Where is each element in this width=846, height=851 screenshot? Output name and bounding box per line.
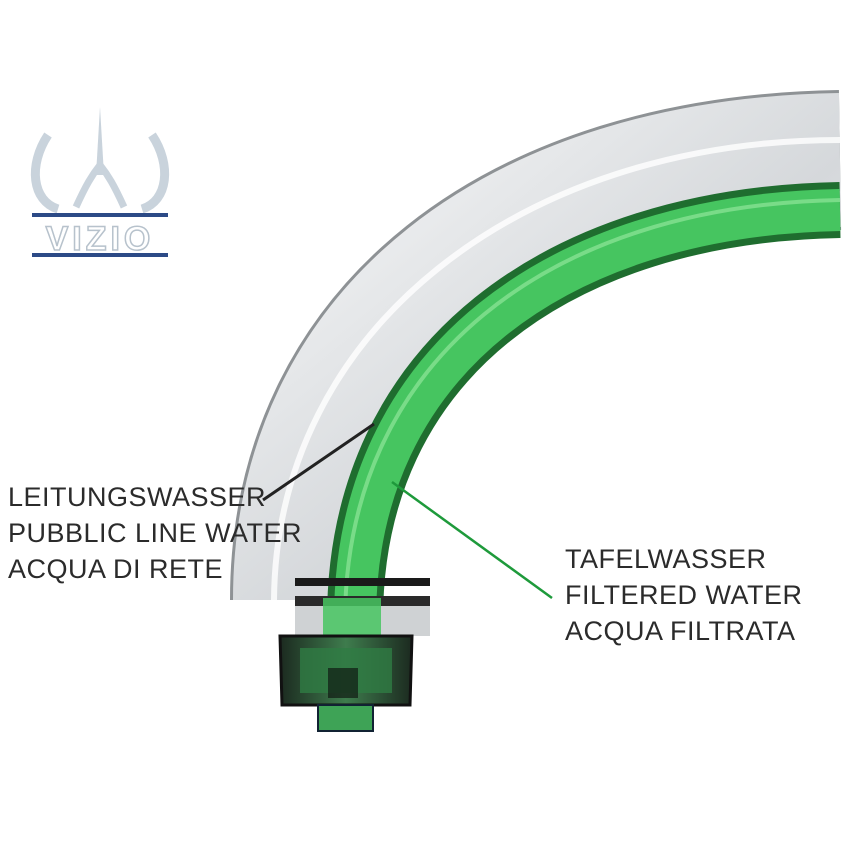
filtered-water-label-en: FILTERED WATER bbox=[565, 580, 803, 610]
tap-water-label-en: PUBBLIC LINE WATER bbox=[8, 518, 303, 548]
filtered-water-label-de: TAFELWASSER bbox=[565, 544, 767, 574]
filtered-water-label-it: ACQUA FILTRATA bbox=[565, 616, 796, 646]
filtered-water-label: TAFELWASSER FILTERED WATER ACQUA FILTRAT… bbox=[565, 541, 803, 649]
vizio-logo: VIZIO bbox=[30, 107, 170, 259]
filtered-water-channel bbox=[327, 182, 841, 621]
aerator-icon bbox=[278, 634, 414, 732]
pointer-line-tap-water bbox=[262, 422, 375, 502]
spout-end-rings bbox=[295, 578, 430, 638]
pointer-line-filtered-water bbox=[391, 480, 553, 600]
logo-wordmark: VIZIO bbox=[46, 220, 155, 258]
tap-water-label-it: ACQUA DI RETE bbox=[8, 554, 224, 584]
tap-water-label: LEITUNGSWASSER PUBBLIC LINE WATER ACQUA … bbox=[8, 479, 302, 587]
tap-water-label-de: LEITUNGSWASSER bbox=[8, 482, 267, 512]
